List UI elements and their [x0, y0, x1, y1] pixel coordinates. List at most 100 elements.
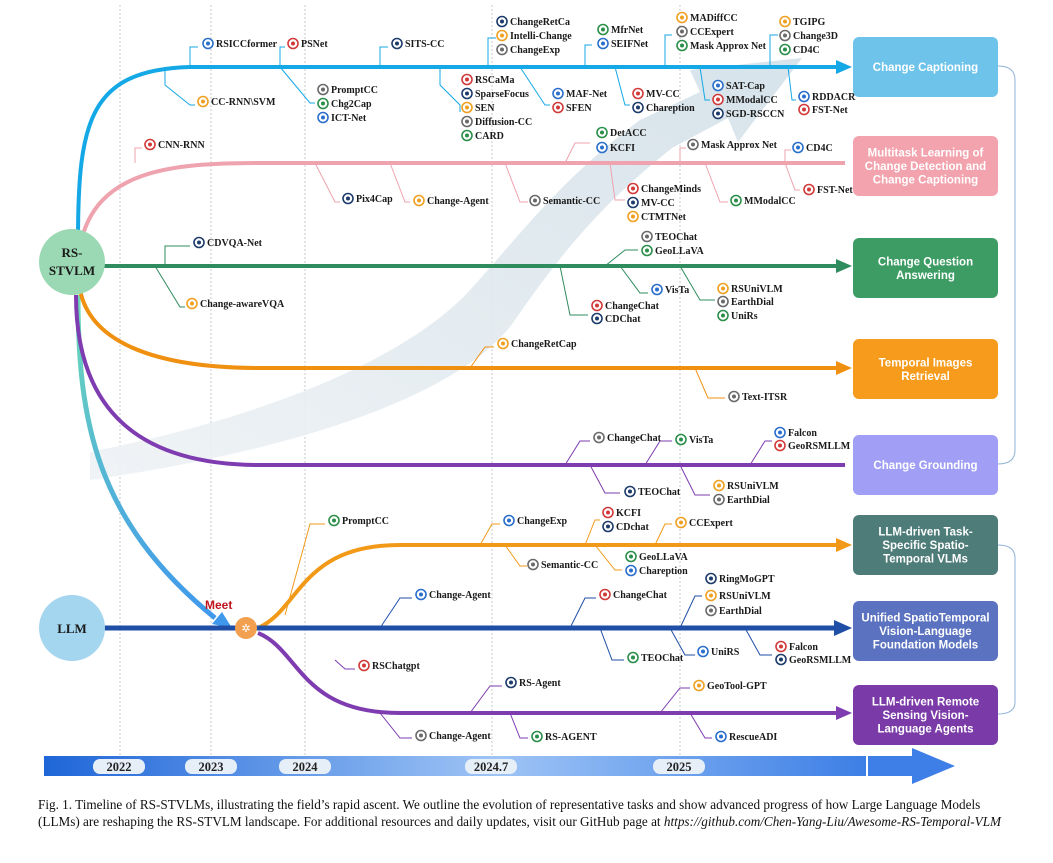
model-name: RS-Agent	[519, 678, 561, 689]
model-cap-28: Change3D	[779, 29, 838, 42]
task-box-2	[853, 238, 998, 298]
model-mtl-2: Change-Agent	[413, 194, 489, 207]
model-mtl-9: Mask Approx Net	[687, 138, 778, 151]
task-box-label: Retrieval	[901, 371, 950, 383]
model-name: CDChat	[605, 314, 641, 325]
model-name: EarthDial	[731, 297, 774, 308]
model-name: Chg2Cap	[331, 99, 372, 110]
model-mtl-12: FST-Net	[803, 183, 853, 196]
model-cqa-2: TEOChat	[641, 230, 698, 243]
model-name: RingMoGPT	[719, 574, 775, 585]
model-name: Falcon	[789, 642, 818, 653]
figure-caption: Fig. 1. Timeline of RS-STVLMs, illustrat…	[38, 796, 1023, 830]
year-label: 2022	[107, 760, 132, 774]
model-mtl-0: CNN-RNN	[144, 138, 205, 151]
model-cap-23: Mask Approx Net	[676, 39, 767, 52]
task-box-label: Foundation Models	[873, 640, 978, 652]
model-name: Pix4Cap	[356, 194, 393, 205]
model-cap-31: FST-Net	[798, 103, 848, 116]
model-name: VisTa	[689, 435, 713, 446]
model-name: TEOChat	[638, 487, 681, 498]
model-ts-1: ChangeExp	[503, 514, 567, 527]
task-box-label: Sensing Vision-	[882, 710, 968, 722]
model-name: CNN-RNN	[158, 140, 205, 151]
year-pill	[185, 759, 237, 774]
model-cap-2: SITS-CC	[391, 37, 444, 50]
model-grd-3: GeoRSMLLM	[774, 439, 851, 452]
model-ts-0: PromptCC	[328, 514, 389, 527]
model-uni-6: UniRS	[697, 645, 740, 658]
model-cap-12: MAF-Net	[552, 87, 608, 100]
model-name: MModalCC	[744, 196, 796, 207]
model-name: Change-Agent	[427, 196, 489, 207]
model-name: MModalCC	[726, 95, 778, 106]
model-name: MV-CC	[646, 89, 680, 100]
year-label: 2023	[199, 760, 224, 774]
llm-tasks-bracket	[997, 544, 1016, 715]
year-label: 2025	[667, 760, 692, 774]
model-name: Chareption	[646, 103, 695, 114]
model-cap-13: SFEN	[552, 101, 592, 114]
model-cqa-4: VisTa	[651, 283, 689, 296]
llm-node	[39, 595, 105, 661]
model-name: Text-ITSR	[742, 392, 788, 403]
model-cap-17: MfrNet	[597, 23, 644, 36]
model-name: ChangeChat	[613, 590, 668, 601]
model-name: PromptCC	[331, 85, 378, 96]
model-name: SGD-RSCCN	[726, 109, 785, 120]
model-name: Semantic-CC	[543, 196, 600, 207]
model-uni-0: Change-Agent	[415, 588, 491, 601]
model-name: ChangeExp	[510, 45, 560, 56]
model-cap-14: ChangeRetCa	[496, 15, 570, 28]
model-cap-29: CD4C	[779, 43, 820, 56]
model-name: Diffusion-CC	[475, 117, 532, 128]
model-name: ChangeExp	[517, 516, 567, 527]
model-mtl-11: CD4C	[792, 141, 833, 154]
year-pill	[279, 759, 331, 774]
model-uni-1: ChangeChat	[599, 588, 668, 601]
model-name: MV-CC	[641, 198, 675, 209]
model-mtl-4: DetACC	[596, 126, 647, 139]
task-box-4	[853, 435, 998, 495]
task-box-label: Change Detection and	[865, 161, 986, 173]
model-name: CCExpert	[690, 27, 735, 38]
model-grd-6: EarthDial	[713, 493, 770, 506]
model-name: SAT-Cap	[726, 81, 765, 92]
model-name: ChangeMinds	[641, 184, 701, 195]
model-name: CTMTNet	[641, 212, 687, 223]
model-grd-5: RSUniVLM	[713, 479, 779, 492]
model-name: DetACC	[610, 128, 647, 139]
task-box-label: LLM-driven Remote	[872, 697, 979, 709]
timeline-bar	[44, 756, 866, 776]
meet-node	[235, 617, 257, 639]
model-uni-5: TEOChat	[627, 651, 684, 664]
model-cqa-9: UniRs	[717, 309, 758, 322]
task-box-7	[853, 685, 998, 745]
model-grd-2: Falcon	[774, 426, 817, 439]
task-box-label: Change Grounding	[873, 460, 977, 472]
model-name: CD4C	[793, 45, 820, 56]
model-ts-7: Chareption	[625, 564, 688, 577]
model-mtl-7: MV-CC	[627, 196, 675, 209]
model-name: SEN	[475, 103, 495, 114]
model-cap-16: ChangeExp	[496, 43, 560, 56]
model-name: RSUniVLM	[731, 284, 783, 295]
task-box-label: Answering	[896, 270, 955, 282]
task-box-label: Unified SpatioTemporal	[861, 613, 989, 625]
year-pill	[653, 759, 705, 774]
model-uni-7: Falcon	[775, 640, 818, 653]
caption-link[interactable]: https://github.com/Chen-Yang-Liu/Awesome…	[663, 814, 1002, 829]
model-name: Change3D	[793, 31, 838, 42]
ascent-arrow	[90, 58, 802, 480]
year-label: 2024	[293, 760, 319, 774]
task-box-3	[853, 339, 998, 399]
task-box-label: LLM-driven Task-	[878, 527, 973, 539]
task-box-label: Change Captioning	[873, 62, 978, 74]
task-box-label: Vision-Language	[879, 626, 971, 638]
model-name: EarthDial	[727, 495, 770, 506]
model-name: KCFI	[610, 143, 635, 154]
model-cap-5: Chg2Cap	[317, 97, 372, 110]
model-name: CDchat	[616, 522, 649, 533]
model-mtl-8: CTMTNet	[627, 210, 687, 223]
